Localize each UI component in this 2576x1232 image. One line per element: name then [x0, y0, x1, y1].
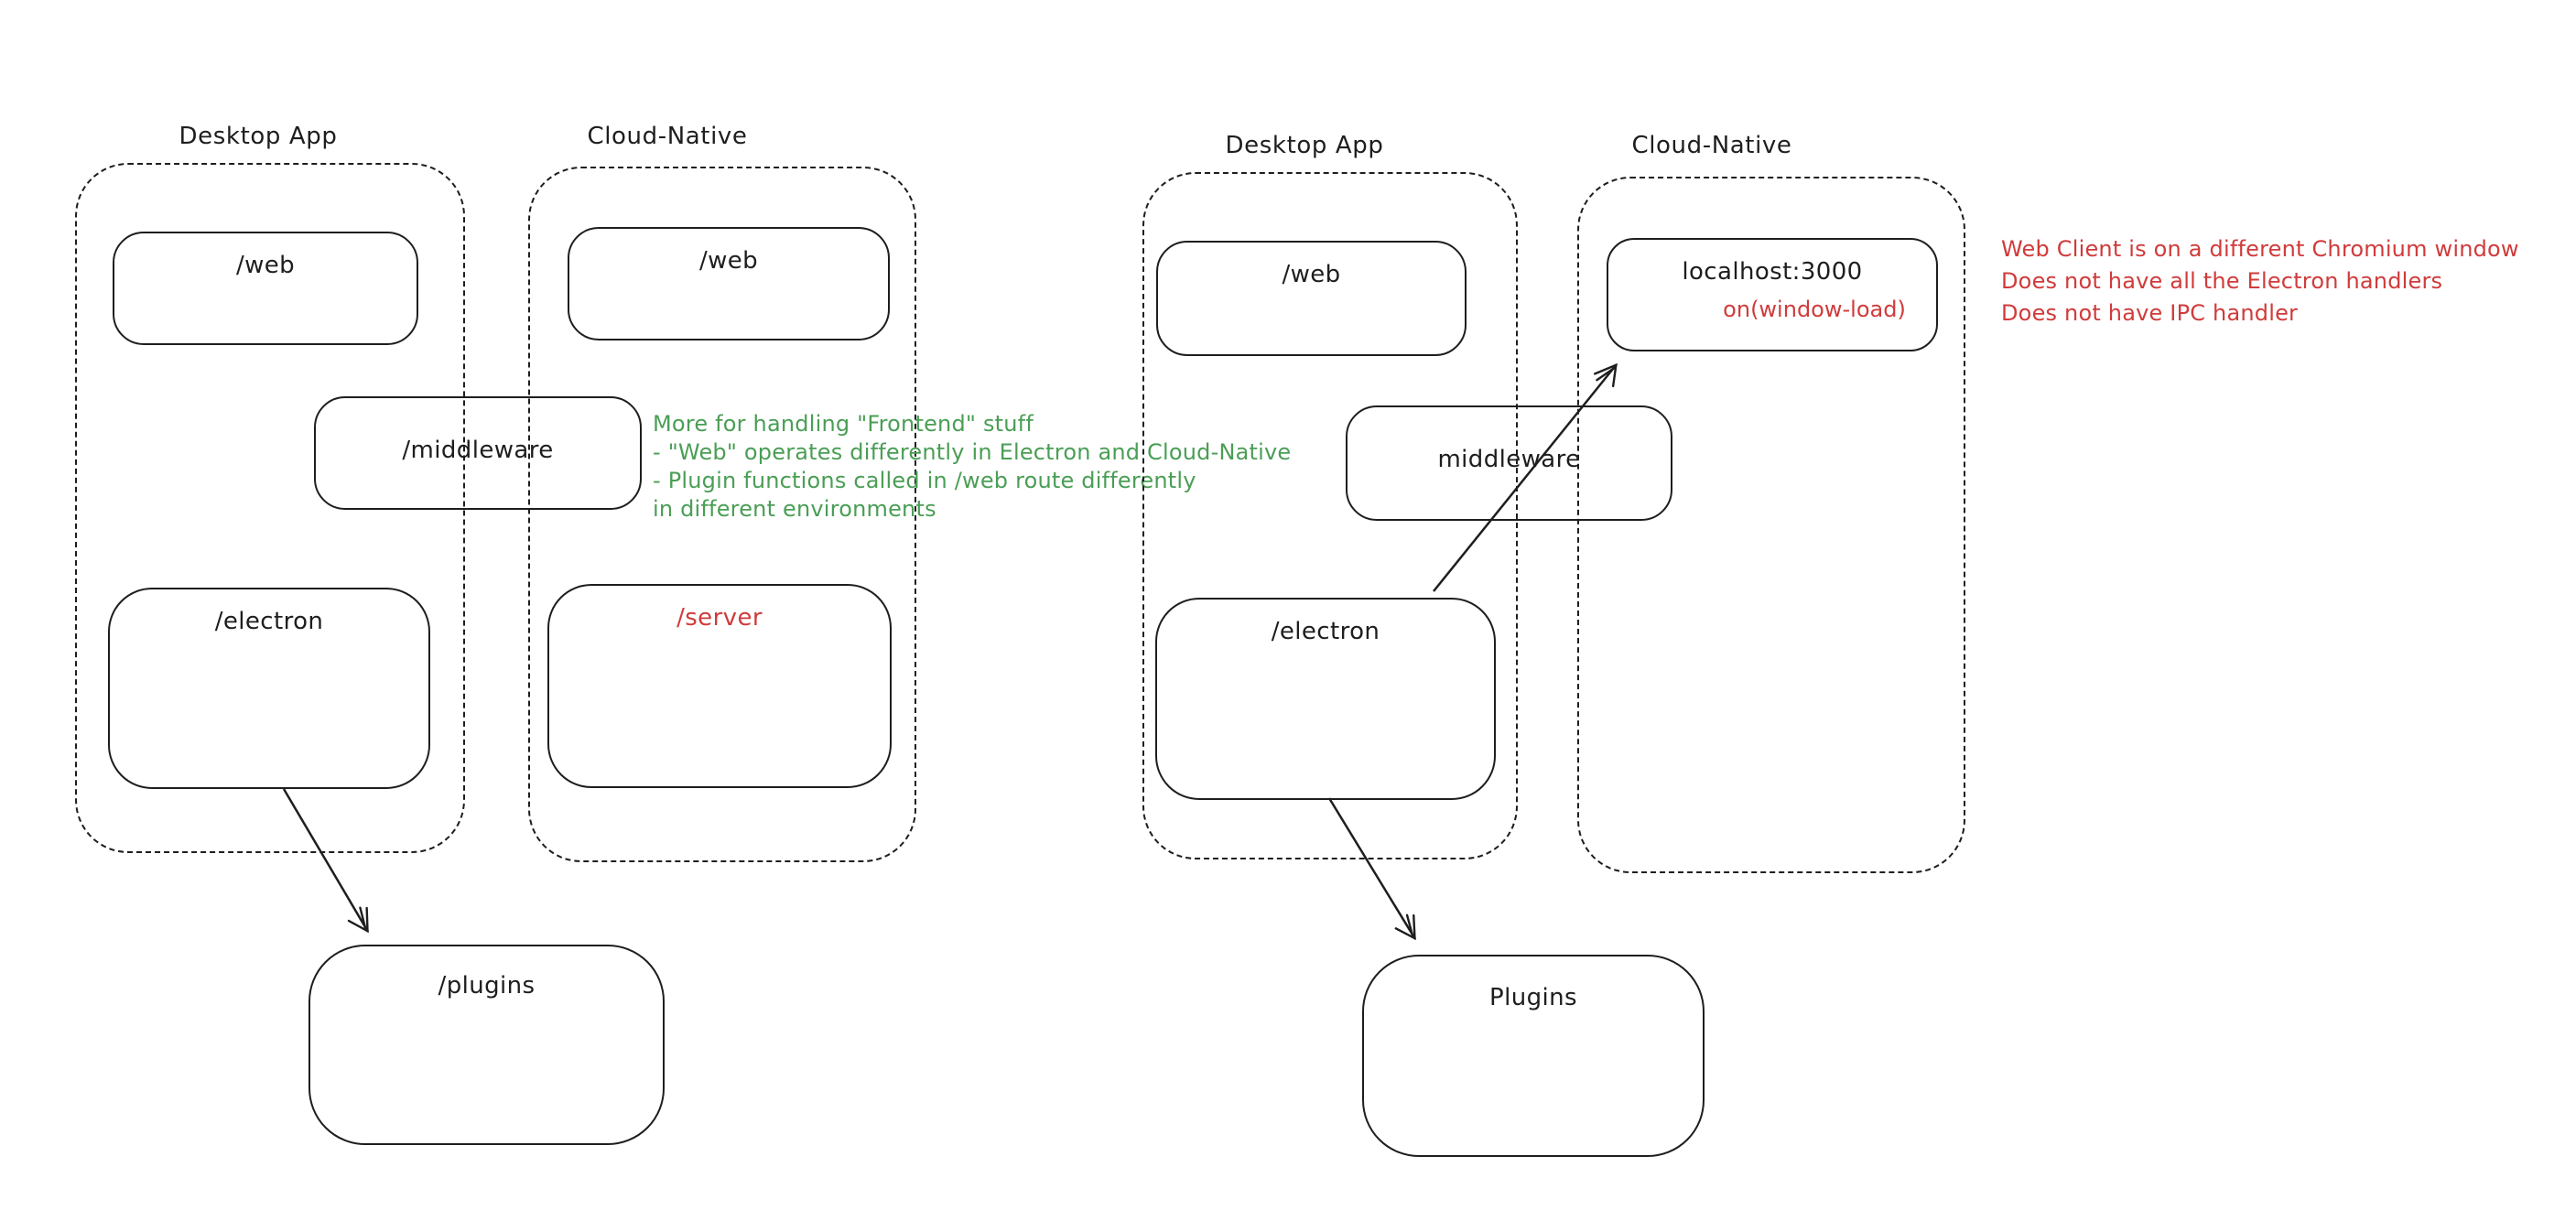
right-web-node: /web — [1156, 241, 1467, 356]
left-web-desktop-node: /web — [113, 232, 418, 345]
node-label: middleware — [1437, 446, 1581, 473]
node-label: Plugins — [1489, 984, 1577, 1011]
node-label: /electron — [214, 608, 324, 635]
left-cloud-native-group — [528, 167, 916, 862]
right-localhost-node: localhost:3000 on(window-load) — [1607, 238, 1938, 351]
left-electron-node: /electron — [108, 588, 430, 789]
node-label: /middleware — [402, 437, 554, 464]
node-label: localhost:3000 — [1682, 258, 1863, 286]
annotation-line: More for handling "Frontend" stuff — [653, 411, 1034, 437]
green-annotation: More for handling "Frontend" stuff - "We… — [653, 410, 1291, 524]
right-cloud-native-label: Cloud-Native — [1631, 132, 1792, 159]
node-label: /server — [676, 604, 763, 632]
annotation-line: in different environments — [653, 496, 936, 522]
left-middleware-node: /middleware — [314, 396, 642, 510]
annotation-line: - Plugin functions called in /web route … — [653, 468, 1196, 493]
left-web-cloud-node: /web — [568, 227, 890, 340]
node-label: /web — [1282, 261, 1341, 288]
right-window-load-label: on(window-load) — [1723, 297, 1906, 322]
left-server-node: /server — [547, 584, 892, 788]
node-label: /electron — [1271, 618, 1380, 645]
right-middleware-node: middleware — [1346, 405, 1672, 521]
annotation-line: Does not have all the Electron handlers — [2001, 268, 2443, 294]
right-electron-node: /electron — [1155, 598, 1496, 800]
node-label: /plugins — [438, 972, 536, 1000]
red-annotation: Web Client is on a different Chromium wi… — [2001, 233, 2519, 330]
right-plugins-node: Plugins — [1362, 955, 1705, 1157]
node-label: /web — [698, 247, 759, 275]
left-cloud-native-label: Cloud-Native — [587, 123, 748, 150]
annotation-line: - "Web" operates differently in Electron… — [653, 439, 1292, 465]
right-desktop-app-label: Desktop App — [1225, 132, 1384, 159]
left-desktop-app-label: Desktop App — [179, 123, 338, 150]
node-label: /web — [235, 252, 296, 279]
annotation-line: Does not have IPC handler — [2001, 300, 2299, 326]
annotation-line: Web Client is on a different Chromium wi… — [2001, 236, 2519, 262]
left-plugins-node: /plugins — [308, 945, 665, 1145]
